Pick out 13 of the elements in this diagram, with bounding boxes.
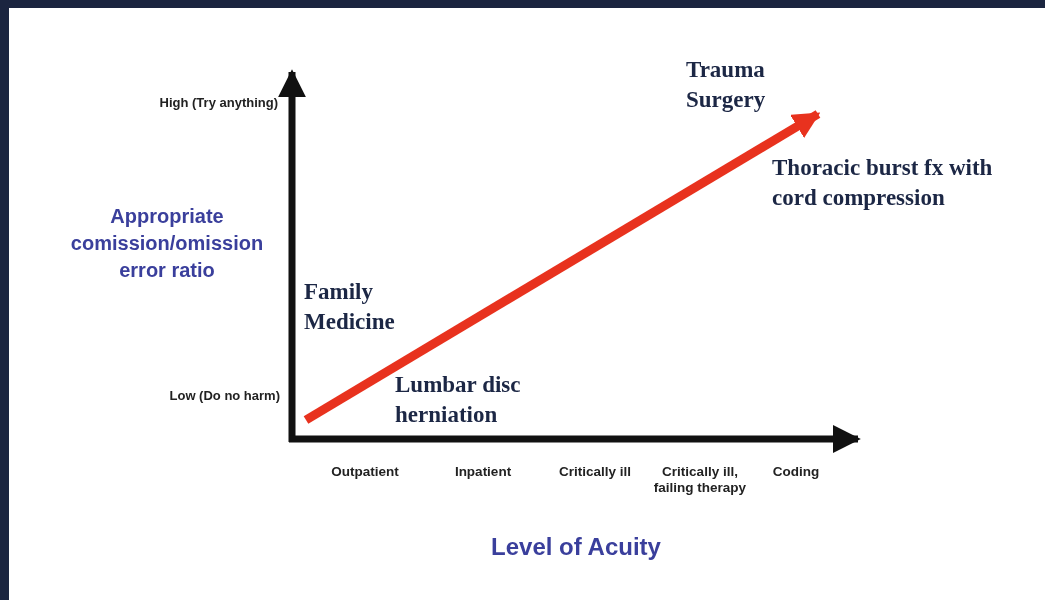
annotation-text: Lumbar disc herniation xyxy=(395,371,522,429)
axis-tick-label: Inpatient xyxy=(453,464,513,480)
axis-tick-label: Low (Do no harm) xyxy=(168,388,280,404)
axis-tick-label: Critically ill xyxy=(558,464,632,480)
axis-title: Level of Acuity xyxy=(490,533,662,560)
axis-tick-label: Outpatient xyxy=(330,464,400,480)
axis-tick-label: Critically ill, failing therapy xyxy=(652,464,748,496)
annotation-text: Family Medicine xyxy=(304,278,396,336)
axis-tick-label: High (Try anything) xyxy=(158,95,278,111)
annotation-text: Thoracic burst fx with cord compression xyxy=(772,154,994,212)
axis-title: Appropriate comission/omission error ratio xyxy=(69,204,265,283)
annotation-text: Trauma Surgery xyxy=(686,56,767,114)
axis-tick-label: Coding xyxy=(771,464,821,480)
